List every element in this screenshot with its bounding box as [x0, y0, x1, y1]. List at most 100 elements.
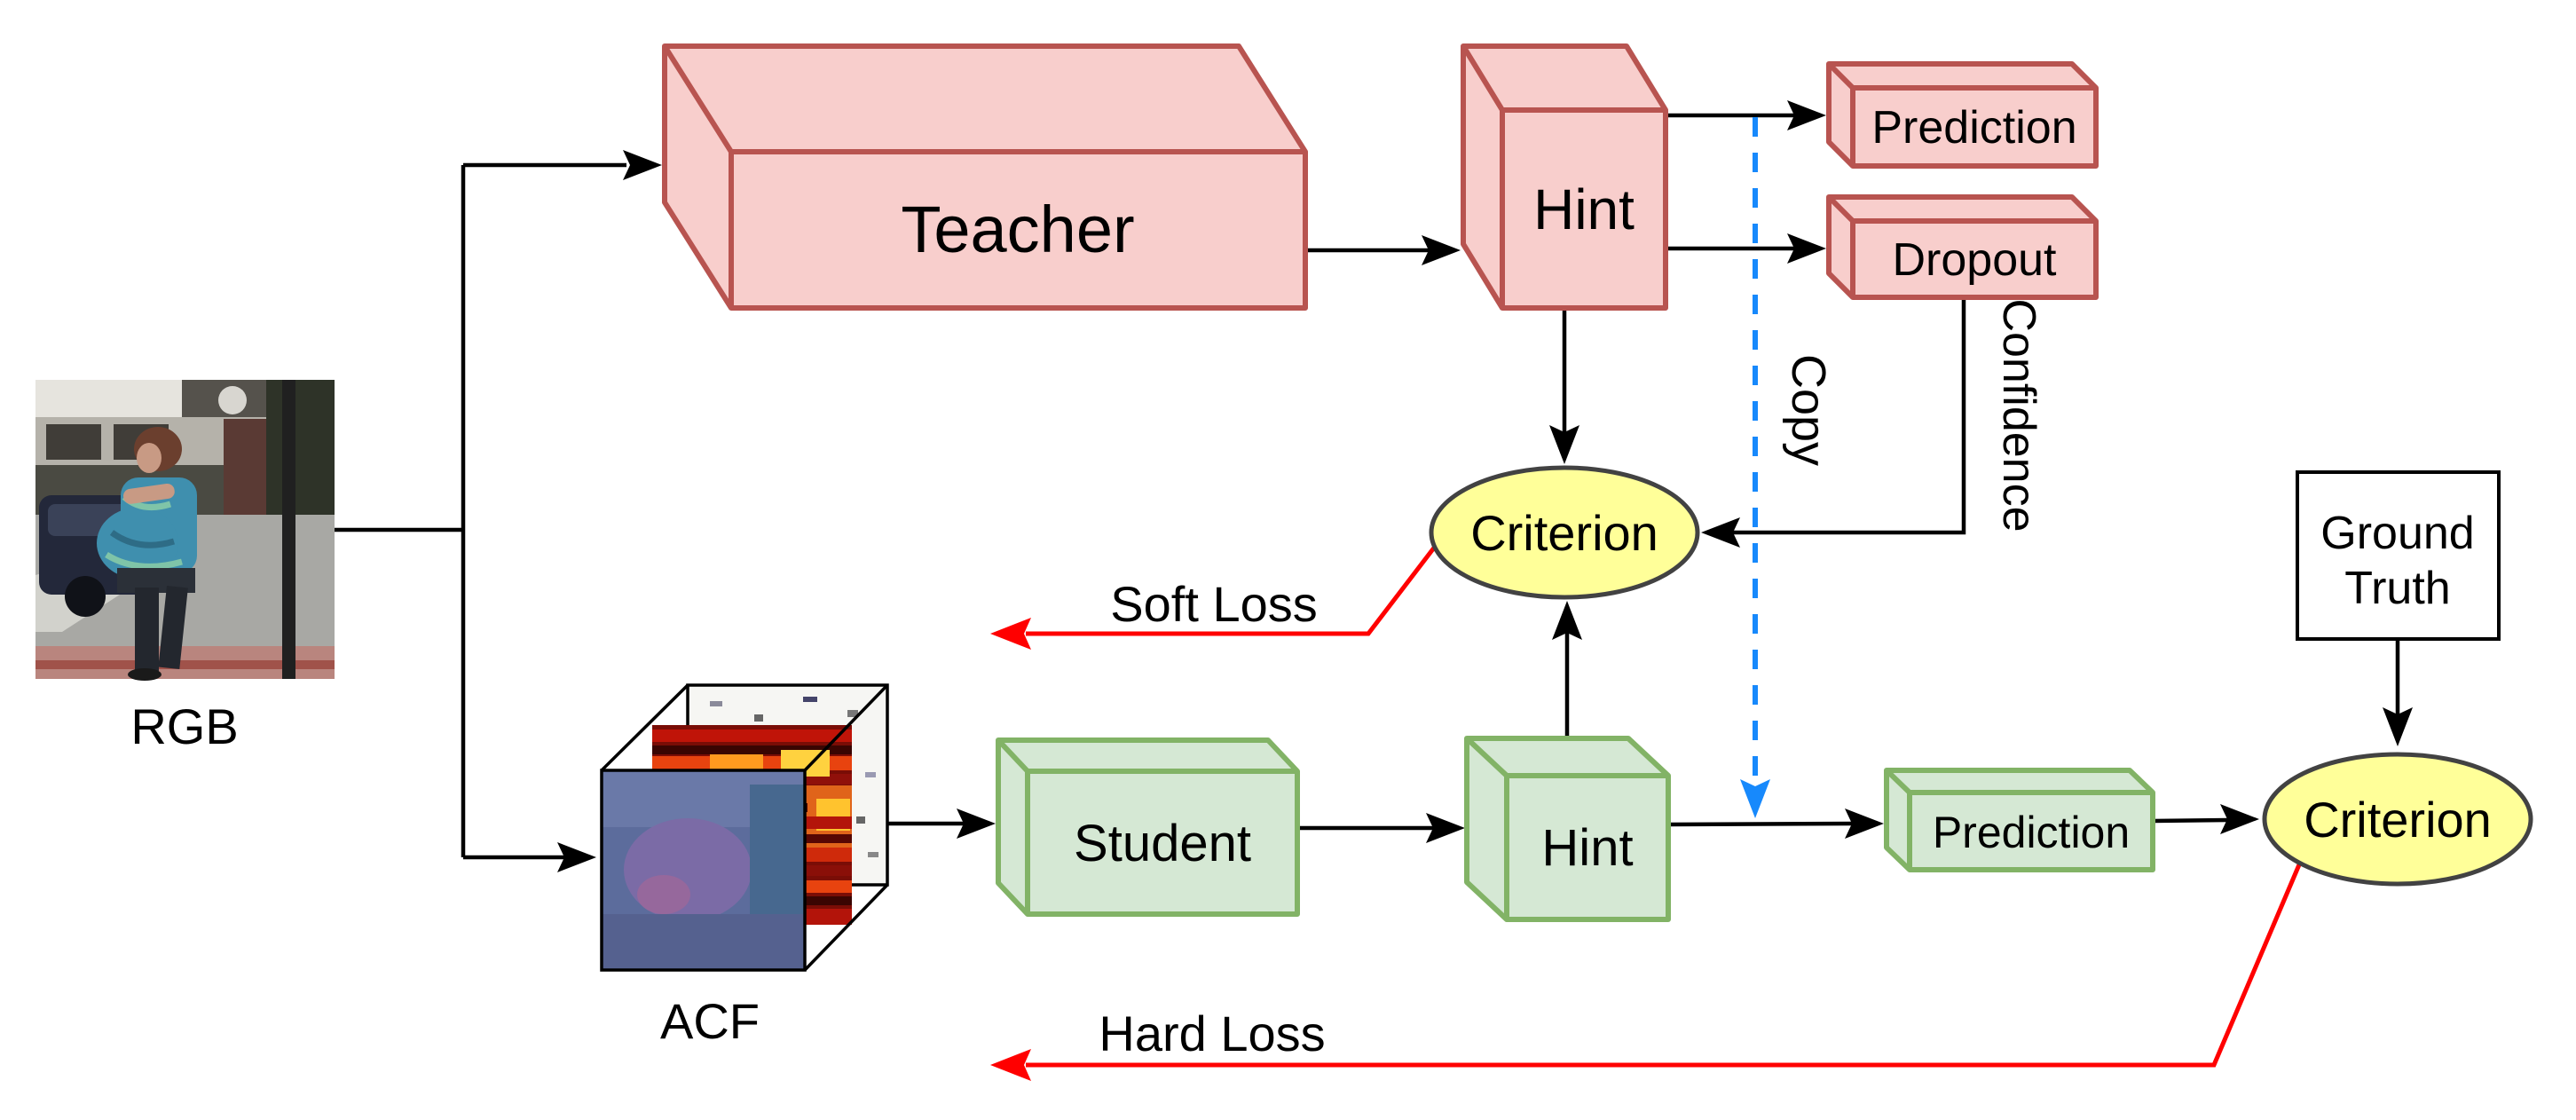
- arrowhead-into-dropout: [1787, 233, 1826, 264]
- loss-lines: [1026, 541, 2303, 1068]
- arrowhead-into-prediction-teacher: [1787, 100, 1826, 130]
- photo-tree: [266, 380, 335, 522]
- prediction-student-label: Prediction: [1933, 808, 2130, 857]
- criterion-hard-ellipse: [2262, 752, 2533, 887]
- dropout-label: Dropout: [1893, 234, 2058, 286]
- person-top-pattern: [109, 530, 176, 548]
- photo-sign-logo: [218, 386, 247, 414]
- wire-bottom-right: [803, 883, 889, 972]
- ground-truth-line1: Ground: [2320, 508, 2474, 559]
- acf-wireframe: [600, 683, 889, 972]
- arrowhead-into-student: [957, 808, 996, 839]
- hint-teacher-cube-edges: [1461, 44, 1666, 308]
- ground-truth-line2: Truth: [2344, 563, 2450, 614]
- acf-front-layer: [600, 769, 807, 972]
- person-shoe: [128, 668, 161, 681]
- photo-person: [97, 427, 197, 681]
- speckle: [803, 697, 817, 702]
- edge-prediction-to-criterion: [2152, 817, 2228, 824]
- criterion-soft-label: Criterion: [1470, 505, 1658, 561]
- speckle: [868, 852, 878, 857]
- hard-loss-line: [1026, 862, 2303, 1068]
- person-top-pattern: [105, 551, 183, 570]
- rgb-label: RGB: [130, 698, 238, 754]
- hint-teacher-label: Hint: [1533, 177, 1635, 241]
- dropout-cube-edges: [1826, 194, 2096, 297]
- prediction-teacher-label: Prediction: [1871, 102, 2076, 154]
- student-cube-edges: [996, 737, 1297, 914]
- arrowhead-into-criterion-hard: [2383, 707, 2413, 746]
- hint-student-cube-body: [1464, 736, 1671, 922]
- teacher-node: Teacher: [662, 43, 1308, 311]
- photo-car-wheel: [65, 576, 106, 617]
- arrowhead-into-teacher: [623, 150, 662, 180]
- person-leg: [158, 585, 188, 670]
- speckle: [847, 710, 858, 717]
- photo-pole: [282, 380, 295, 679]
- hard-loss-arrowhead: [990, 1049, 1031, 1081]
- wire-top-right: [803, 683, 889, 772]
- hard-loss-label: Hard Loss: [1099, 1006, 1325, 1061]
- front-pink-blob: [637, 875, 690, 914]
- student-node: Student: [996, 737, 1300, 917]
- black-arrowheads: [557, 100, 2413, 872]
- copy-label: Copy: [1782, 354, 1835, 466]
- criterion-hard-label: Criterion: [2304, 792, 2492, 848]
- arrowhead-into-prediction-student: [1845, 808, 1884, 839]
- arrowhead-into-criterion-bottom: [1552, 601, 1582, 640]
- criterion-hard-node: Criterion: [2262, 752, 2533, 887]
- arrowhead-into-criterion-hard-left: [2220, 804, 2259, 834]
- red-arrowheads: [990, 618, 1031, 1081]
- prediction-teacher-node: Prediction: [1826, 61, 2099, 169]
- connector-lines: [335, 113, 2400, 860]
- arrowhead-into-hint-student: [1426, 813, 1465, 843]
- criterion-soft-node: Criterion: [1429, 465, 1700, 600]
- arrowhead-into-acf: [557, 842, 596, 872]
- prediction-student-cube-edges: [1884, 768, 2153, 870]
- prediction-teacher-cube-edges: [1826, 61, 2096, 166]
- hint-teacher-node: Hint: [1461, 43, 1668, 311]
- heatmap-row: [652, 745, 852, 754]
- person-arm: [123, 483, 175, 504]
- prediction-student-node: Prediction: [1884, 768, 2155, 872]
- wire-top-left: [600, 683, 689, 772]
- speckle: [710, 701, 722, 706]
- teacher-cube-body: [662, 43, 1308, 311]
- soft-loss-arrowhead: [990, 618, 1031, 650]
- student-label: Student: [1074, 815, 1251, 872]
- soft-loss-line: [1026, 541, 1439, 636]
- speckle: [856, 816, 865, 824]
- speckle: [865, 772, 876, 777]
- person-leg: [135, 588, 159, 674]
- teacher-label: Teacher: [901, 193, 1134, 266]
- heatmap-row: [652, 730, 852, 742]
- student-cube-body: [996, 737, 1300, 917]
- edge-dropout-to-criterion: [1733, 297, 1966, 535]
- copy-arrow: [1740, 117, 1770, 818]
- arrowhead-into-criterion-right: [1701, 517, 1740, 548]
- dropout-node: Dropout: [1826, 194, 2099, 300]
- hint-student-cube-edges: [1464, 736, 1668, 919]
- arrowhead-into-criterion-top: [1549, 425, 1579, 464]
- front-outline: [600, 769, 807, 972]
- arrowhead-into-hint-teacher: [1422, 235, 1461, 265]
- acf-label: ACF: [660, 993, 760, 1049]
- person-face: [137, 443, 161, 473]
- copy-arrowhead: [1740, 779, 1770, 818]
- hint-student-label: Hint: [1541, 819, 1633, 877]
- rgb-photo: RGB: [35, 380, 335, 754]
- teacher-cube-edges: [662, 44, 1305, 308]
- soft-loss-label: Soft Loss: [1110, 576, 1317, 632]
- photo-curb-line: [35, 660, 335, 669]
- criterion-soft-ellipse: [1429, 465, 1700, 600]
- photo-window: [46, 424, 101, 460]
- front-bottom-tint: [602, 914, 805, 970]
- speckle: [754, 714, 763, 722]
- hint-student-node: Hint: [1464, 736, 1671, 922]
- acf-stack: ACF: [600, 683, 889, 1049]
- ground-truth-box: [2296, 470, 2501, 641]
- ground-truth-node: Ground Truth: [2296, 470, 2501, 641]
- confidence-label: Confidence: [1993, 298, 2044, 532]
- front-teal-column: [750, 785, 805, 931]
